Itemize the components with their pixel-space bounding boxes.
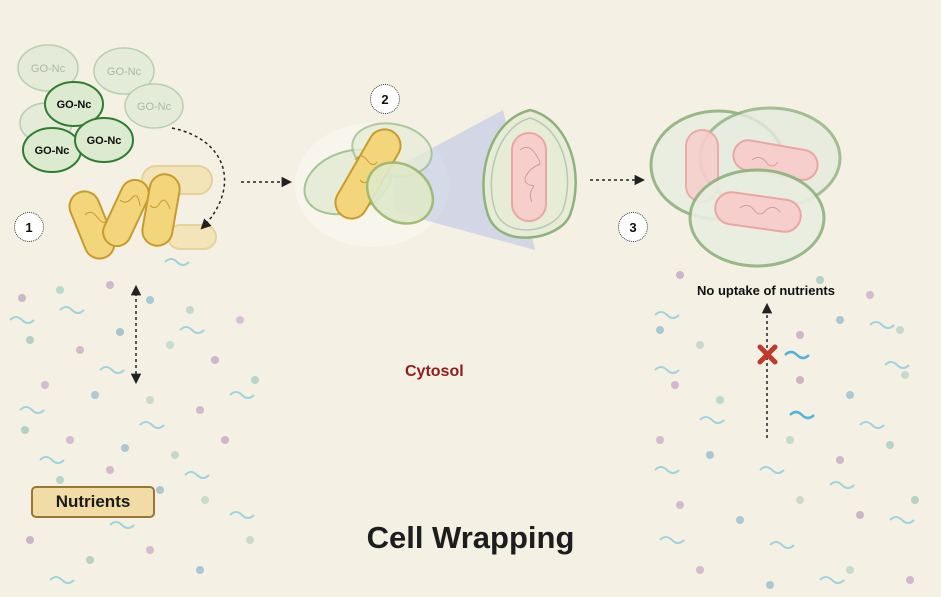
- go-nc-label: GO-Nc: [34, 145, 70, 157]
- nutrient-particles-left: [9, 258, 259, 584]
- arrow-sheets-to-bacteria: [171, 127, 226, 230]
- wrapping-event: [295, 110, 535, 250]
- cytosol-label: Cytosol: [405, 363, 464, 380]
- nutrients-label-box: Nutrients: [31, 486, 155, 518]
- bacteria-cluster: [68, 165, 217, 260]
- step-marker-3: 3: [618, 212, 648, 242]
- go-nc-sheets-strong: [22, 81, 134, 173]
- step-marker-2: 2: [370, 84, 400, 114]
- diagram-title: Cell Wrapping: [366, 520, 575, 555]
- nutrient-particles-right: [654, 271, 919, 589]
- step-marker-1: 1: [14, 212, 44, 242]
- no-uptake-label: No uptake of nutrients: [697, 283, 835, 298]
- go-nc-label: GO-Nc: [106, 66, 142, 78]
- go-nc-label: GO-Nc: [56, 99, 92, 111]
- go-nc-label: GO-Nc: [86, 135, 122, 147]
- go-nc-label: GO-Nc: [30, 63, 66, 75]
- wrapped-cells-cluster: [649, 106, 842, 268]
- nutrients-label: Nutrients: [55, 492, 131, 511]
- blocked-x-icon: [757, 344, 778, 365]
- go-nc-label: GO-Nc: [136, 101, 172, 113]
- wrapped-cell-zoom: [482, 108, 577, 239]
